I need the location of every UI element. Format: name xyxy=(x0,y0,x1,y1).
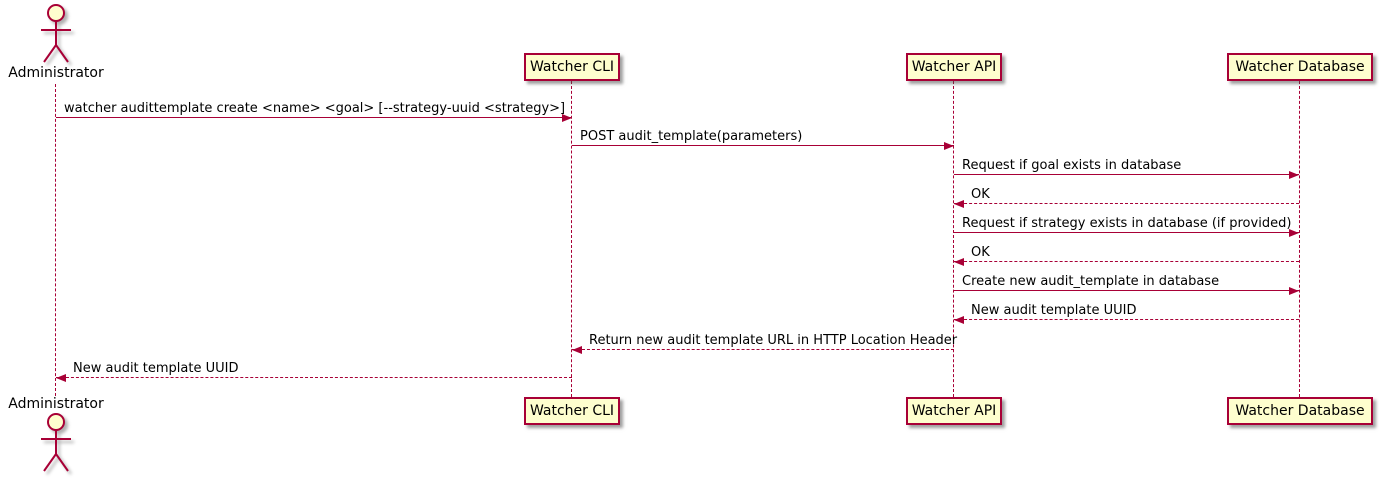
message-label: Request if strategy exists in database (… xyxy=(962,216,1292,231)
message-label: Return new audit template URL in HTTP Lo… xyxy=(589,333,958,348)
arrowhead-left-icon xyxy=(954,316,964,324)
participant-watcher-database-bottom: Watcher Database xyxy=(1227,397,1373,425)
participant-watcher-api-top: Watcher API xyxy=(906,53,1002,81)
message-request-strategy-exists: Request if strategy exists in database (… xyxy=(954,215,1299,237)
arrowhead-left-icon xyxy=(572,346,582,354)
lifeline-watcher-database xyxy=(1299,81,1300,397)
message-label: POST audit_template(parameters) xyxy=(580,129,803,144)
arrowhead-right-icon xyxy=(1289,171,1299,179)
actor-administrator-label-top: Administrator xyxy=(8,65,104,81)
message-label: New audit template UUID xyxy=(971,303,1137,318)
message-new-uuid-to-admin: New audit template UUID xyxy=(56,360,572,382)
message-line xyxy=(56,377,572,378)
message-create-audittemplate: watcher audittemplate create <name> <goa… xyxy=(56,100,572,122)
message-line xyxy=(954,174,1299,175)
participant-watcher-cli-bottom: Watcher CLI xyxy=(524,397,620,425)
message-line xyxy=(954,232,1299,233)
message-line xyxy=(572,145,954,146)
message-post-audit-template: POST audit_template(parameters) xyxy=(572,128,954,150)
arrowhead-left-icon xyxy=(954,258,964,266)
arrowhead-right-icon xyxy=(1289,287,1299,295)
lifeline-administrator xyxy=(55,84,56,396)
lifeline-watcher-api xyxy=(953,81,954,397)
message-line xyxy=(954,261,1299,262)
message-label: Create new audit_template in database xyxy=(962,274,1220,289)
participant-watcher-api-bottom: Watcher API xyxy=(906,397,1002,425)
arrowhead-left-icon xyxy=(954,200,964,208)
message-create-audit-template-db: Create new audit_template in database xyxy=(954,273,1299,295)
message-ok-goal: OK xyxy=(954,186,1299,208)
message-label: Request if goal exists in database xyxy=(962,158,1182,173)
arrowhead-right-icon xyxy=(562,114,572,122)
participant-watcher-cli-top: Watcher CLI xyxy=(524,53,620,81)
message-line xyxy=(56,117,572,118)
message-ok-strategy: OK xyxy=(954,244,1299,266)
message-new-uuid-from-db: New audit template UUID xyxy=(954,302,1299,324)
message-label: OK xyxy=(971,187,990,202)
actor-administrator-label-bottom: Administrator xyxy=(8,396,104,412)
message-label: New audit template UUID xyxy=(73,361,239,376)
arrowhead-left-icon xyxy=(56,374,66,382)
actor-administrator-icon xyxy=(41,4,71,63)
message-label: watcher audittemplate create <name> <goa… xyxy=(64,101,566,116)
actor-administrator-icon-bottom xyxy=(41,413,71,472)
arrowhead-right-icon xyxy=(944,142,954,150)
message-label: OK xyxy=(971,245,990,260)
message-line xyxy=(572,349,954,350)
message-line xyxy=(954,290,1299,291)
participant-watcher-database-top: Watcher Database xyxy=(1227,53,1373,81)
arrowhead-right-icon xyxy=(1289,229,1299,237)
message-request-goal-exists: Request if goal exists in database xyxy=(954,157,1299,179)
message-line xyxy=(954,203,1299,204)
message-return-url-location-header: Return new audit template URL in HTTP Lo… xyxy=(572,332,958,354)
lifeline-watcher-cli xyxy=(571,81,572,397)
message-line xyxy=(954,319,1299,320)
